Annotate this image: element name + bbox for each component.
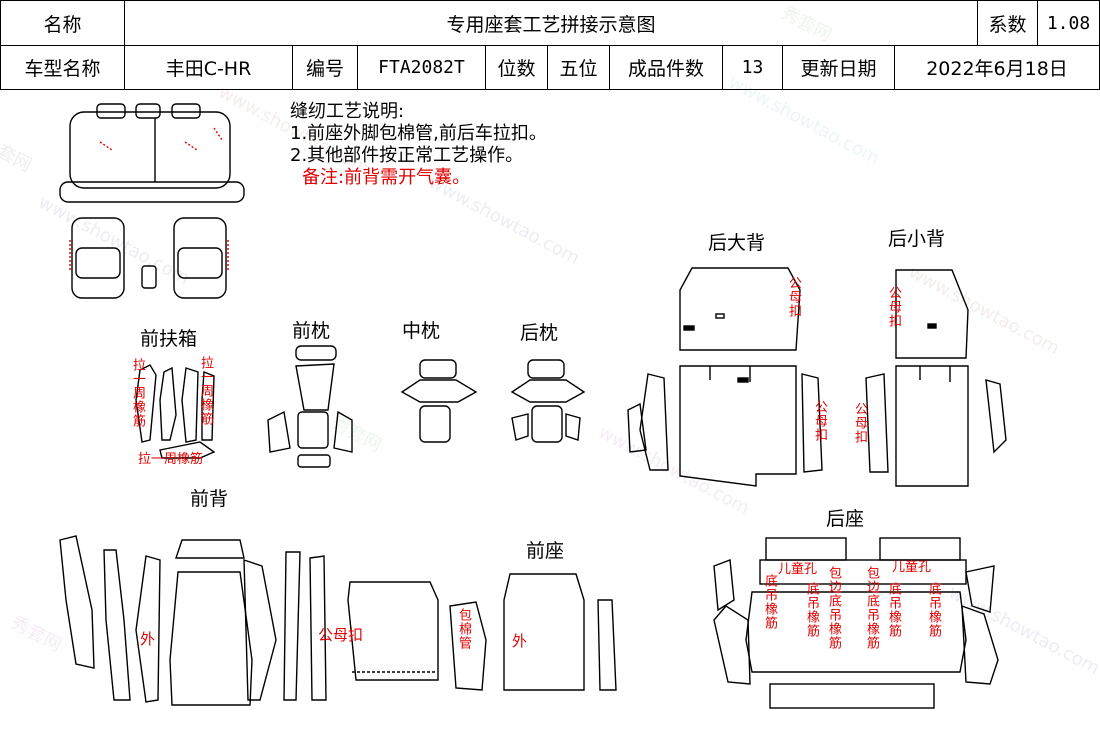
front-back-pieces (59, 535, 439, 706)
rear-small-back-pieces (865, 269, 1007, 487)
annotation-edge-elastic: 包边底吊橡筋 (864, 566, 879, 650)
code-label: 编号 (293, 46, 358, 90)
annotation-child-hole: 儿童孔 (778, 562, 818, 577)
rear-big-back-pieces (627, 267, 823, 487)
page-title: 专用座套工艺拼接示意图 (125, 0, 978, 46)
annotation-pull-elastic: 拉一周橡筋 (198, 356, 213, 426)
rear-seat-pieces (713, 537, 999, 709)
pieces-value: 13 (723, 46, 783, 90)
notes-heading: 缝纫工艺说明: (290, 101, 405, 122)
seats-label: 位数 (486, 46, 548, 90)
annotation-bottom-elastic: 底吊橡筋 (886, 582, 901, 638)
front-armrest-pieces (135, 364, 216, 459)
label-rear-big-back: 后大背 (708, 232, 766, 254)
label-mid-headrest: 中枕 (402, 320, 441, 342)
coef-label: 系数 (978, 0, 1038, 46)
notes-remark: 备注:前背需开气囊。 (302, 167, 471, 188)
label-front-armrest: 前扶箱 (140, 328, 198, 350)
notes-line-1: 1.前座外脚包棉管,前后车拉扣。 (290, 123, 547, 144)
seat-overview-illustration (59, 103, 245, 299)
label-rear-headrest: 后枕 (520, 322, 559, 344)
pieces-label: 成品件数 (610, 46, 723, 90)
model-value: 丰田C-HR (125, 46, 293, 90)
annotation-male-female-button: 公母扣 (786, 276, 801, 318)
annotation-pull-elastic: 拉一周橡筋 (130, 358, 145, 428)
annotation-outer: 外 (512, 632, 528, 650)
front-headrest-pieces (267, 345, 353, 468)
label-rear-seat: 后座 (826, 508, 865, 530)
sewing-notes: 缝纫工艺说明: 1.前座外脚包棉管,前后车拉扣。 2.其他部件按正常工艺操作。 … (290, 101, 547, 189)
label-front-headrest: 前枕 (292, 320, 331, 342)
model-label: 车型名称 (0, 46, 125, 90)
label-front-seat: 前座 (526, 540, 565, 562)
label-front-back: 前背 (190, 488, 229, 510)
date-label: 更新日期 (783, 46, 895, 90)
mid-headrest-pieces (400, 359, 478, 443)
annotation-cotton-tube: 包棉管 (456, 608, 471, 650)
seats-value: 五位 (548, 46, 610, 90)
front-seat-pieces (449, 573, 617, 691)
annotation-bottom-elastic: 底吊橡筋 (762, 574, 777, 630)
header-table: 名称 专用座套工艺拼接示意图 系数 1.08 车型名称 丰田C-HR 编号 FT… (0, 0, 1100, 90)
annotation-male-female-button: 公母扣 (812, 400, 827, 442)
annotation-bottom-elastic: 底吊橡筋 (804, 582, 819, 638)
annotation-child-hole: 儿童孔 (892, 560, 932, 575)
notes-line-2: 2.其他部件按正常工艺操作。 (290, 145, 524, 166)
name-label: 名称 (0, 0, 125, 46)
rear-headrest-pieces (510, 359, 586, 443)
label-rear-small-back: 后小背 (888, 228, 946, 250)
annotation-male-female-button: 公母扣 (318, 626, 364, 644)
annotation-outer: 外 (140, 630, 156, 648)
code-value: FTA2082T (358, 46, 486, 90)
annotation-male-female-button: 公母扣 (852, 402, 867, 444)
annotation-male-female-button: 公母扣 (886, 286, 901, 328)
annotation-bottom-elastic: 底吊橡筋 (926, 582, 941, 638)
annotation-pull-elastic: 拉一周橡筋 (138, 452, 204, 467)
annotation-edge-elastic: 包边底吊橡筋 (826, 566, 841, 650)
